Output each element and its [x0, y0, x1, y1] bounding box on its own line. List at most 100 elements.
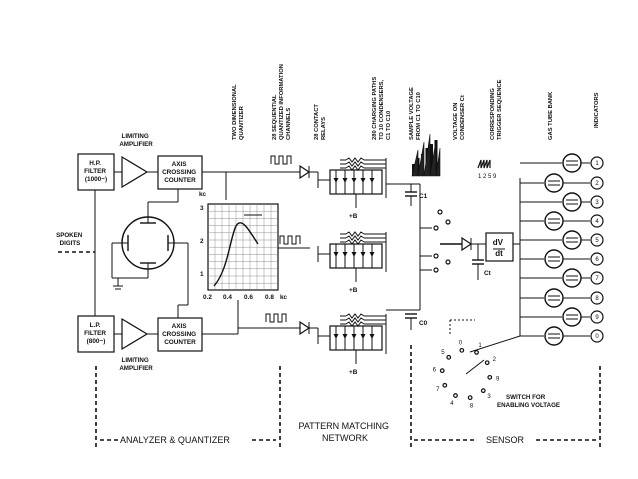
gas-tube-7: 7 — [520, 268, 604, 288]
gas-tube-3: 3 — [520, 192, 604, 212]
section-analyzer-quantizer: ANALYZER & QUANTIZER — [120, 435, 230, 445]
kc-vertical-label: kc — [199, 191, 207, 198]
spoken-digits-label: SPOKEN DIGITS — [56, 232, 84, 247]
limiting-amplifier-bottom-label: LIMITING AMPLIFIER — [119, 357, 153, 372]
spoken-digits-input: SPOKEN DIGITS — [56, 190, 96, 316]
switch-label: SWITCH FOR ENABLING VOLTAGE — [497, 394, 560, 409]
relay-group-1: +B — [317, 157, 387, 220]
x-tick-0-4: 0.4 — [223, 294, 232, 301]
gas-tube-icon — [544, 211, 564, 231]
limiting-amplifier-top-label: LIMITING AMPLIFIER — [119, 133, 153, 148]
section-pattern-matching: PATTERN MATCHING NETWORK — [298, 421, 391, 443]
channel-pulses — [226, 155, 318, 336]
relay-groups: +B +B +B — [317, 157, 387, 376]
indicator-number: 9 — [595, 315, 599, 321]
resistor-icon — [345, 321, 365, 327]
pulse-train-middle — [279, 235, 301, 245]
section-sensor: SENSOR — [486, 435, 525, 445]
relay-contact-box — [329, 325, 383, 351]
gas-tube-icon — [562, 230, 582, 250]
indicator-lamp — [590, 310, 604, 324]
switch-contact — [467, 395, 473, 401]
header-sequential-channels: 28 SEQUENTIAL QUANTIZED INFORMATION CHAN… — [272, 62, 292, 140]
switch-digit: 9 — [496, 376, 500, 382]
lp-path: L.P. FILTER (800~) LIMITING AMPLIFIER AX… — [77, 300, 239, 372]
ct-label: Ct — [484, 270, 492, 277]
header-voltage-on-ct: VOLTAGE ON CONDENSER Ct — [453, 95, 466, 140]
indicator-lamp — [590, 233, 604, 247]
switch-digit: 8 — [470, 404, 474, 410]
switch-contact — [446, 354, 452, 360]
indicator-number: 1 — [595, 161, 599, 167]
gas-tube-1: 1 — [520, 153, 604, 173]
header-contact-relays: 28 CONTACT RELAYS — [314, 102, 327, 140]
axis-counter-top-box — [157, 155, 203, 190]
gas-tube-icon — [562, 268, 582, 288]
switch-digit: 1 — [478, 343, 482, 349]
switch-digit: 5 — [441, 350, 445, 356]
relay-contact-box — [329, 169, 383, 195]
gas-tube-6: 6 — [520, 249, 604, 269]
switch-contact — [459, 347, 465, 353]
indicator-number: 7 — [595, 276, 599, 282]
resistor-icon — [345, 157, 365, 163]
gas-tube-icon — [544, 249, 564, 269]
limiting-amplifier-bottom-icon — [121, 317, 149, 351]
plus-b-label: +B — [349, 213, 358, 220]
diode-icon-top — [299, 164, 311, 180]
hp-filter-label: H.P. FILTER (1000~) — [84, 160, 108, 183]
section-dividers: ANALYZER & QUANTIZER PATTERN MATCHING NE… — [95, 345, 601, 450]
resistor-icon — [345, 313, 365, 319]
gas-tube-0: 0 — [520, 326, 604, 346]
gas-tube-8: 8 — [520, 288, 604, 308]
indicator-number: 6 — [595, 257, 599, 263]
kc-horizontal-label: kc — [280, 294, 288, 301]
relay-group-3: +B — [317, 313, 387, 376]
switch-digit: 2 — [493, 357, 497, 363]
resistor-icon — [345, 235, 365, 241]
switch-digit: 0 — [459, 340, 463, 346]
indicator-lamp — [590, 176, 604, 190]
header-trigger-sequence: CORRESPONDING TRIGGER SEQUENCE — [490, 79, 503, 140]
diode-icon-sensor — [461, 236, 473, 252]
resistor-icon — [345, 165, 365, 171]
switch-contact — [480, 388, 486, 394]
resistor-icon — [345, 239, 365, 245]
sample-bar — [430, 144, 433, 176]
indicator-lamp — [590, 214, 604, 228]
resistor-icon — [345, 161, 365, 167]
switch-digit: 6 — [433, 368, 437, 374]
indicator-lamp — [590, 156, 604, 170]
switch-contact — [474, 350, 479, 355]
indicator-number: 8 — [595, 296, 599, 302]
differentiator: Ct dV dt — [461, 178, 521, 336]
header-gas-tube-bank: GAS TUBE BANK — [548, 91, 554, 140]
x-tick-0-8: 0.8 — [265, 294, 274, 301]
indicator-lamp — [590, 271, 604, 285]
gas-tube-icon — [544, 326, 564, 346]
waveform-icons: 1 2 5 9 — [411, 133, 497, 180]
y-tick-1: 1 — [200, 271, 204, 278]
hp-filter-box — [77, 153, 115, 191]
column-headers: TWO DIMENSIONAL QUANTIZER 28 SEQUENTIAL … — [232, 62, 600, 140]
x-tick-0-6: 0.6 — [244, 294, 253, 301]
switch-arm — [465, 359, 485, 375]
relay-group-2: +B — [317, 231, 387, 294]
indicator-number: 3 — [595, 200, 599, 206]
switch-contact — [439, 368, 445, 374]
hp-path: H.P. FILTER (1000~) LIMITING AMPLIFIER A… — [77, 133, 227, 202]
plus-b-label: +B — [349, 369, 358, 376]
indicator-lamp — [590, 329, 604, 343]
limiting-amplifier-top-icon — [121, 155, 149, 189]
indicator-number: 4 — [595, 219, 599, 225]
c1-label: C1 — [419, 193, 428, 200]
switch-contact — [484, 360, 490, 366]
switch-digit: 4 — [450, 401, 454, 407]
voltage-ramp-icon — [411, 133, 441, 177]
crt-tube-icon — [111, 201, 189, 306]
header-charging-paths: 280 CHARGING PATHS TO 10 CONDENSERS, C1 … — [372, 75, 392, 140]
indicator-lamp — [590, 252, 604, 266]
switch-contact — [442, 382, 448, 388]
